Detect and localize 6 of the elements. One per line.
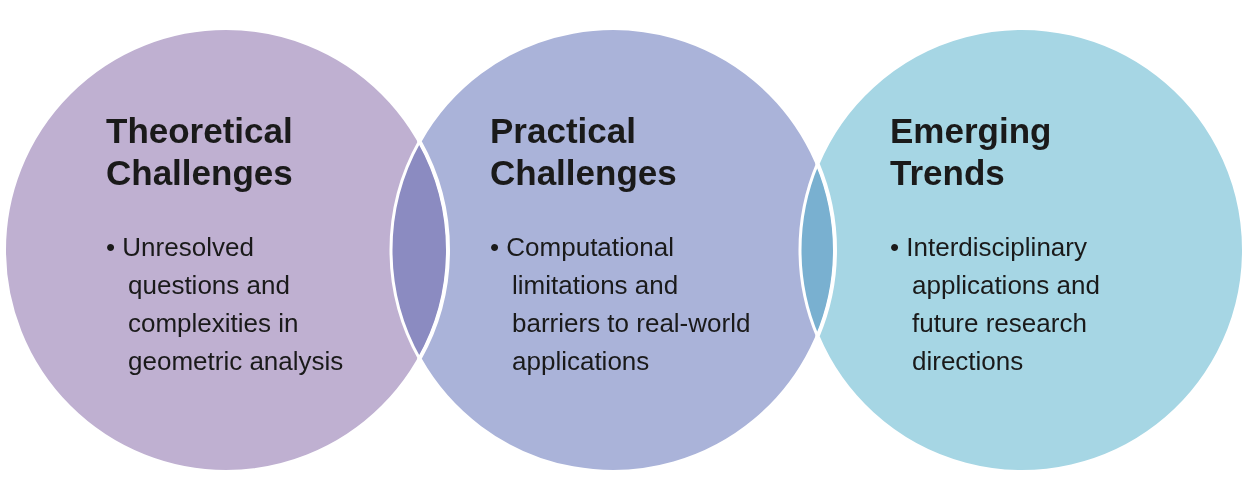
bullet-text: • Unresolved questions and complexities in geometric analysis bbox=[106, 231, 345, 378]
bullet-text: • Interdisciplinary applications and future research directions bbox=[890, 231, 1101, 378]
heading: Theoretical Challenges bbox=[106, 110, 294, 194]
bullet-text: • Computational limitations and barriers to real-world applications bbox=[490, 231, 752, 378]
heading: Practical Challenges bbox=[490, 110, 678, 194]
heading: Emerging Trends bbox=[890, 110, 1053, 194]
